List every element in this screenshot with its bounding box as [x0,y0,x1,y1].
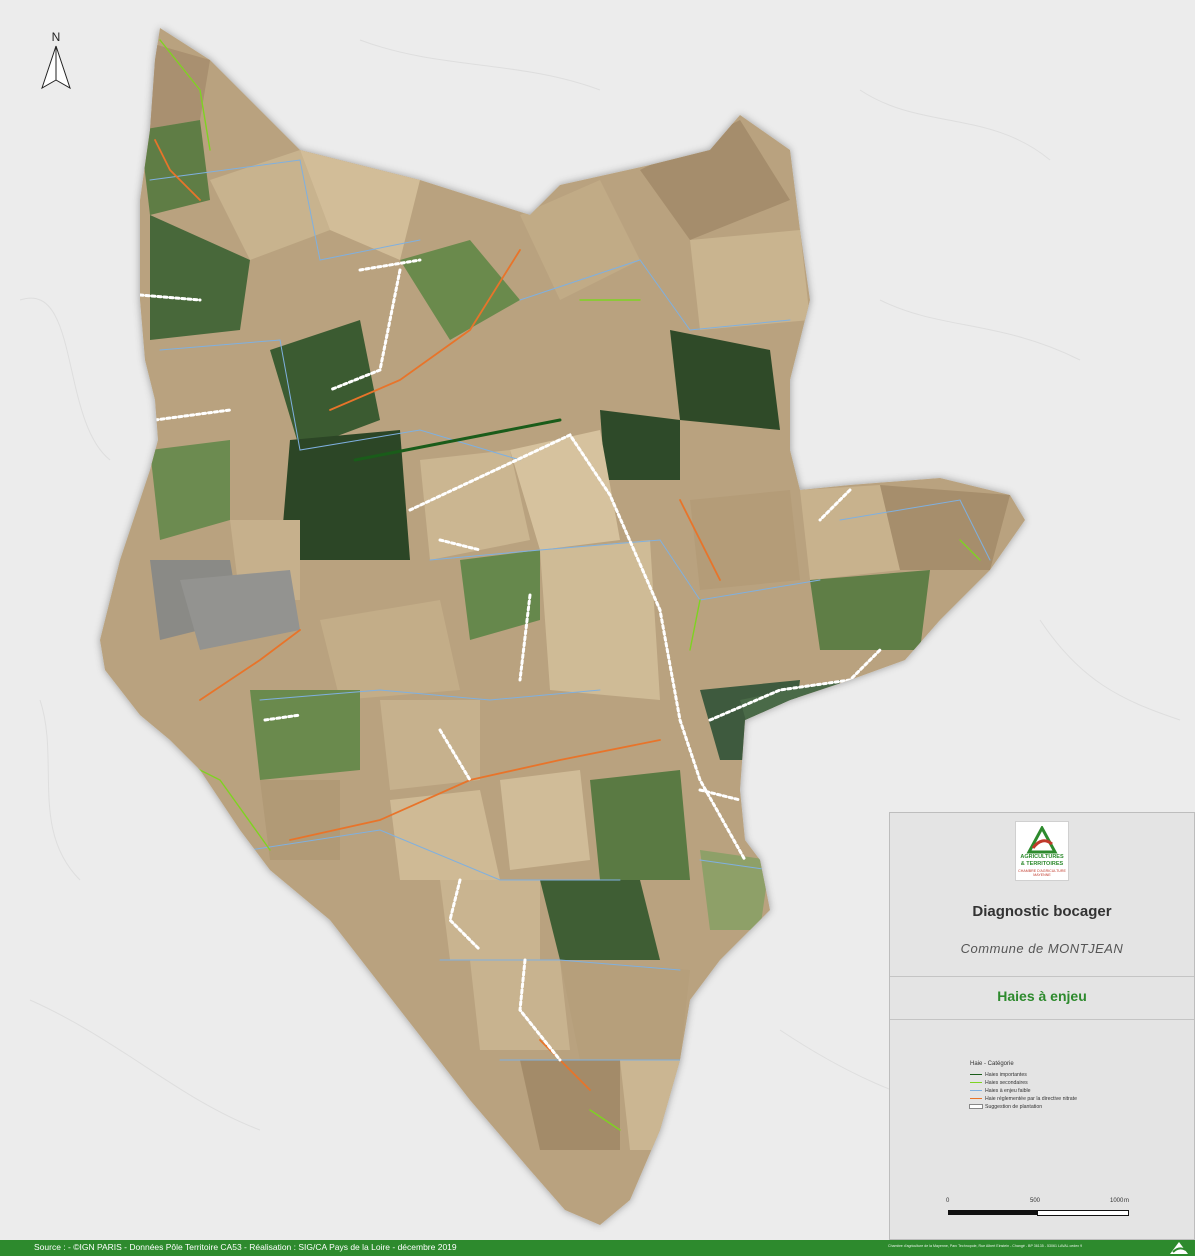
legend-label: Haies secondaires [985,1079,1028,1086]
hedge-network [138,39,991,1131]
scale-segment [1037,1210,1129,1216]
panel-divider [890,976,1194,977]
legend-item: Haies secondaires [970,1079,1077,1086]
north-arrow: N [36,30,76,94]
scale-label: 0 [946,1198,950,1204]
scale-segment [948,1210,1037,1215]
legend-title: Haie - Catégorie [970,1061,1014,1067]
legend-swatch [970,1074,982,1075]
legend-swatch [970,1090,982,1091]
legend-label: Haie réglementée par la directive nitrat… [985,1095,1077,1102]
legend-item: Haies à enjeu faible [970,1087,1077,1094]
info-panel: AGRICULTURES & TERRITOIRES CHAMBRE D'AGR… [889,812,1195,1240]
footer-logo-icon [1170,1242,1188,1254]
chamber-logo: AGRICULTURES & TERRITOIRES CHAMBRE D'AGR… [1015,821,1069,881]
legend-swatch [970,1082,982,1083]
legend-item: Haies importantes [970,1071,1077,1078]
logo-mark-icon [1026,826,1058,854]
footer-source: Source : - ©IGN PARIS - Données Pôle Ter… [34,1242,457,1252]
legend-swatch [969,1104,983,1109]
logo-line-1: AGRICULTURES [1020,854,1064,860]
commune-name: Commune de MONTJEAN [960,941,1124,956]
scale-label: 500 [1030,1198,1041,1204]
legend-swatch [970,1098,982,1099]
north-arrow-icon [41,45,71,90]
scale-label: 1000 [1110,1198,1124,1204]
map-subject: Haies à enjeu [997,988,1087,1004]
logo-line-3: CHAMBRE D'AGRICULTURE MAYENNE [1018,869,1066,877]
legend-label: Haies importantes [985,1071,1027,1078]
legend-label: Suggestion de plantation [985,1103,1043,1110]
legend: Haie - Catégorie Haies importantes Haies… [969,1061,1077,1111]
field-patches [140,40,1010,1150]
legend-item: Suggestion de plantation [969,1103,1077,1110]
north-label: N [51,30,61,44]
legend-item: Haie réglementée par la directive nitrat… [970,1095,1077,1102]
panel-divider [890,1019,1194,1020]
scale-unit: m [1124,1198,1129,1204]
map-title: Diagnostic bocager [972,903,1112,920]
logo-line-2: & TERRITOIRES [1020,861,1064,867]
footer: Source : - ©IGN PARIS - Données Pôle Ter… [0,1240,1195,1256]
footer-address: Chambre d'agriculture de la Mayenne, Par… [888,1244,1083,1248]
scale-bar: 0 500 1000 m [946,1198,1146,1228]
legend-label: Haies à enjeu faible [985,1087,1031,1094]
